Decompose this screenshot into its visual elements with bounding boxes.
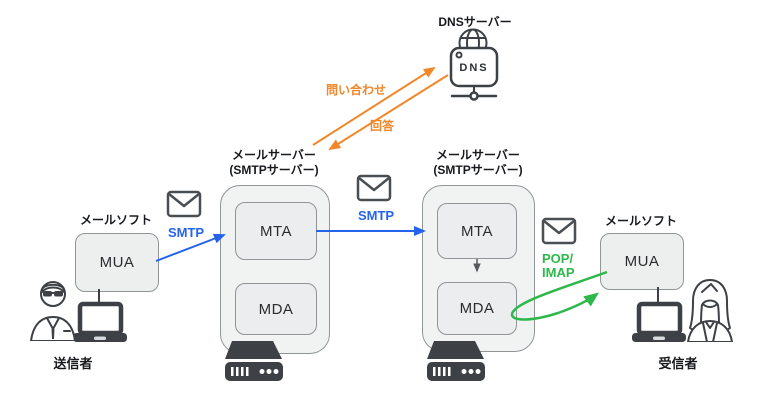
- server2-title: メールサーバー (SMTPサーバー): [400, 148, 556, 178]
- server1-title-line1: メールサーバー: [232, 148, 316, 162]
- server2-mda-box: MDA: [437, 282, 517, 335]
- dns-reply-label: 回答: [370, 119, 395, 133]
- receiver-hair: [689, 279, 731, 332]
- receiver-person-icon: [687, 279, 733, 342]
- smtp-label-2: SMTP: [357, 208, 395, 223]
- server1-mta-box: MTA: [235, 202, 317, 260]
- receiver-mua-box: MUA: [600, 233, 684, 290]
- server2-mta-box: MTA: [437, 203, 517, 259]
- sender-hair: [41, 283, 65, 293]
- dns-box-dot: [455, 51, 463, 59]
- receiver-body: [687, 320, 733, 342]
- dns-server-label: DNSサーバー: [438, 15, 512, 29]
- server2-mda-label: MDA: [459, 300, 495, 317]
- sender-tie: [51, 329, 55, 339]
- server2-title-line1: メールサーバー: [436, 148, 520, 162]
- sender-person-icon: [30, 281, 76, 341]
- sender-mua-box: MUA: [75, 233, 159, 292]
- receiver-role-label: 受信者: [658, 356, 698, 371]
- sender-glasses: [43, 291, 52, 297]
- server1-mda-label: MDA: [258, 300, 294, 318]
- server1-title-line2: (SMTPサーバー): [229, 163, 319, 177]
- smtp-label-1: SMTP: [167, 225, 205, 240]
- server1-mta-label: MTA: [259, 222, 293, 240]
- imap-label: IMAP: [542, 265, 575, 280]
- sender-software-label: メールソフト: [79, 213, 152, 227]
- dns-server-icon: DNS: [449, 28, 499, 101]
- server2-title-line2: (SMTPサーバー): [433, 163, 523, 177]
- envelope-icon-smtp2: [356, 174, 392, 202]
- server1-rack-icon: [225, 341, 283, 381]
- envelope-icon-pop-imap: [541, 217, 577, 245]
- server2-rack-icon: [427, 341, 485, 381]
- server1-title: メールサーバー (SMTPサーバー): [196, 148, 352, 178]
- dns-box-text: DNS: [459, 62, 488, 74]
- sender-laptop-icon: [73, 301, 127, 342]
- sender-mua-label: MUA: [99, 254, 135, 271]
- server1-mda-box: MDA: [235, 283, 317, 335]
- dns-query-label: 問い合わせ: [326, 83, 387, 97]
- receiver-laptop-icon: [632, 301, 686, 342]
- dns-box: [449, 46, 499, 88]
- dns-base-node: [469, 91, 479, 101]
- envelope-icon-smtp1: [166, 190, 202, 218]
- pop-imap-label: POP/ IMAP: [542, 252, 575, 280]
- server2-mta-label: MTA: [460, 222, 494, 240]
- sender-role-label: 送信者: [53, 356, 93, 371]
- pop-label: POP/: [542, 251, 574, 266]
- receiver-mua-label: MUA: [624, 253, 660, 270]
- receiver-software-label: メールソフト: [604, 214, 677, 228]
